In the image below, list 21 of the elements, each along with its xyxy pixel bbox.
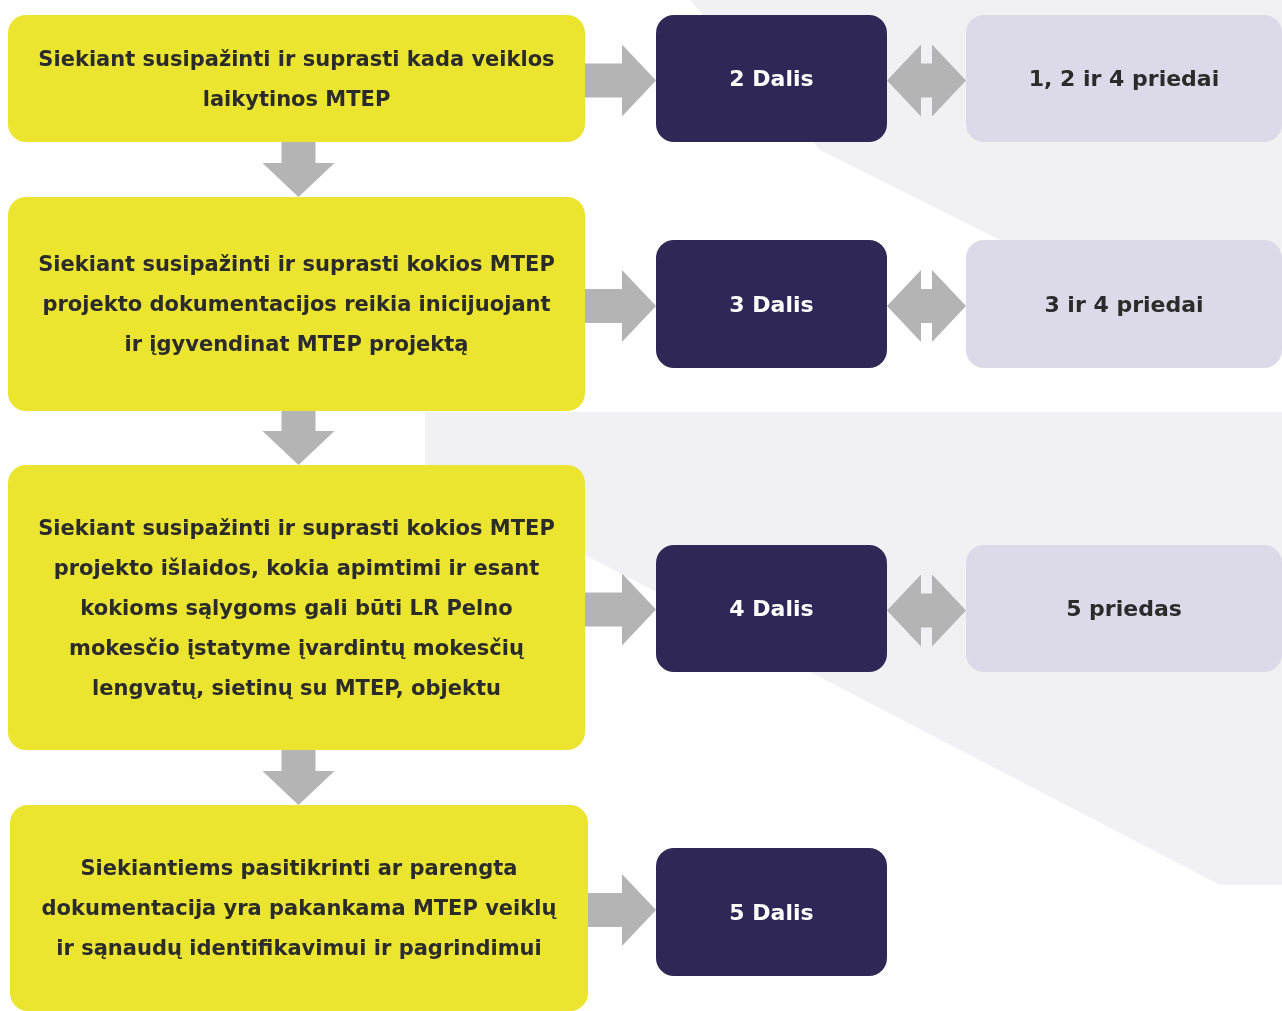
process-box: Siekiant susipažinti ir suprasti kada veiklos laikytinos MTEP <box>8 15 585 142</box>
process-box: Siekiantiems pasitikrinti ar parengta dokumentacija yra pakankama MTEP veiklų ir sąnaudų identifikavimui ir pagrindimui <box>10 805 588 1011</box>
section-box: 5 Dalis <box>656 848 887 976</box>
annex-box: 1, 2 ir 4 priedai <box>966 15 1282 142</box>
section-box: 2 Dalis <box>656 15 887 142</box>
arrow <box>585 573 656 646</box>
arrow <box>262 142 335 197</box>
double-arrow <box>887 270 966 342</box>
process-box: Siekiant susipažinti ir suprasti kokios MTEP projekto dokumentacijos reikia inicijuojant ir įgyvendinat MTEP projektą <box>8 197 585 411</box>
annex-box: 5 priedas <box>966 545 1282 672</box>
arrow <box>262 750 335 805</box>
double-arrow <box>887 574 966 647</box>
arrow <box>585 44 656 117</box>
arrow <box>262 411 335 465</box>
annex-box: 3 ir 4 priedai <box>966 240 1282 368</box>
section-box: 3 Dalis <box>656 240 887 368</box>
section-box: 4 Dalis <box>656 545 887 672</box>
double-arrow <box>887 44 966 117</box>
arrow <box>585 270 656 342</box>
arrow <box>588 874 656 946</box>
process-box: Siekiant susipažinti ir suprasti kokios MTEP projekto išlaidos, kokia apimtimi ir esant kokioms sąlygoms gali būti LR Pelno mokesčio įstatyme įvardintų mokesčių lengvatų, sietinų su MTEP, objektu <box>8 465 585 750</box>
